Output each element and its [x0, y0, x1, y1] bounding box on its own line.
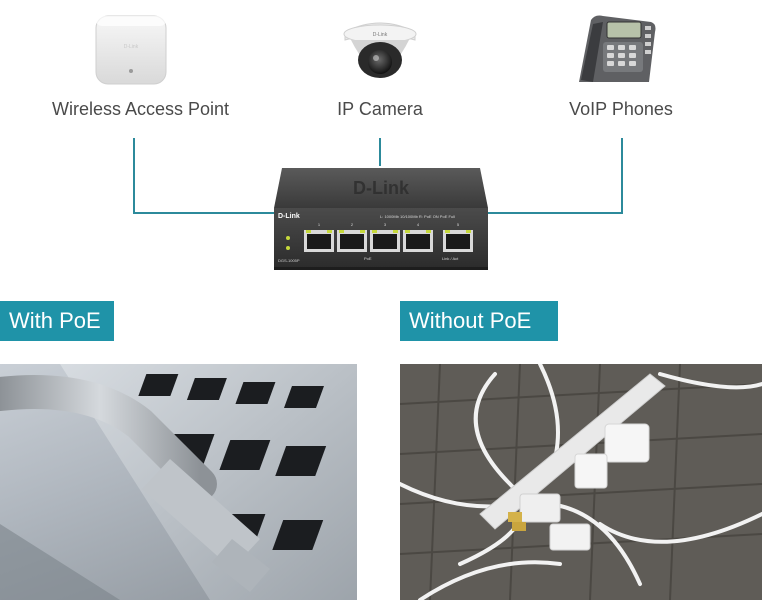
ip-camera-icon: D-Link — [343, 22, 417, 78]
power-led — [286, 236, 290, 240]
wireless-access-point-label: Wireless Access Point — [52, 99, 230, 119]
poe-switch: D-Link D-Link L: 1000Mb 10/100Mb R: PoE … — [274, 168, 488, 270]
switch-legend: L: 1000Mb 10/100Mb R: PoE ON PoE Full — [380, 214, 455, 219]
wireless-access-point-icon: D-Link — [95, 15, 167, 85]
voip-phones-label: VoIP Phones — [569, 99, 673, 119]
ethernet-port-2: 2 — [337, 222, 367, 252]
poe-label: PoE — [364, 256, 372, 261]
wire-phone — [487, 138, 623, 214]
port-number: 2 — [351, 222, 354, 227]
without-poe-tag: Without PoE — [400, 301, 558, 341]
port-number: 5 — [457, 222, 460, 227]
switch-brand: D-Link — [278, 213, 300, 220]
ethernet-port-3: 3 — [370, 222, 400, 252]
svg-text:D-Link: D-Link — [124, 44, 139, 50]
connection-wires — [133, 138, 623, 214]
port-number: 1 — [318, 222, 321, 227]
ethernet-port-4: 4 — [403, 222, 433, 252]
switch-model: DGS-1005P — [278, 258, 300, 263]
voip-phone-icon — [579, 15, 656, 82]
poe-max-led — [286, 246, 290, 250]
port-number: 3 — [384, 222, 387, 227]
without-poe-photo — [400, 364, 762, 600]
with-poe-photo — [0, 364, 357, 600]
svg-text:D-Link: D-Link — [373, 32, 388, 38]
ethernet-port-1: 1 — [304, 222, 334, 252]
ip-camera-label: IP Camera — [337, 99, 423, 119]
switch-top-brand: D-Link — [353, 178, 410, 198]
wire-wap — [133, 138, 277, 214]
ethernet-port-5: 5 — [443, 222, 473, 252]
port-number: 4 — [417, 222, 420, 227]
with-poe-tag: With PoE — [0, 301, 114, 341]
link-act-label: Link / Act — [442, 256, 459, 261]
